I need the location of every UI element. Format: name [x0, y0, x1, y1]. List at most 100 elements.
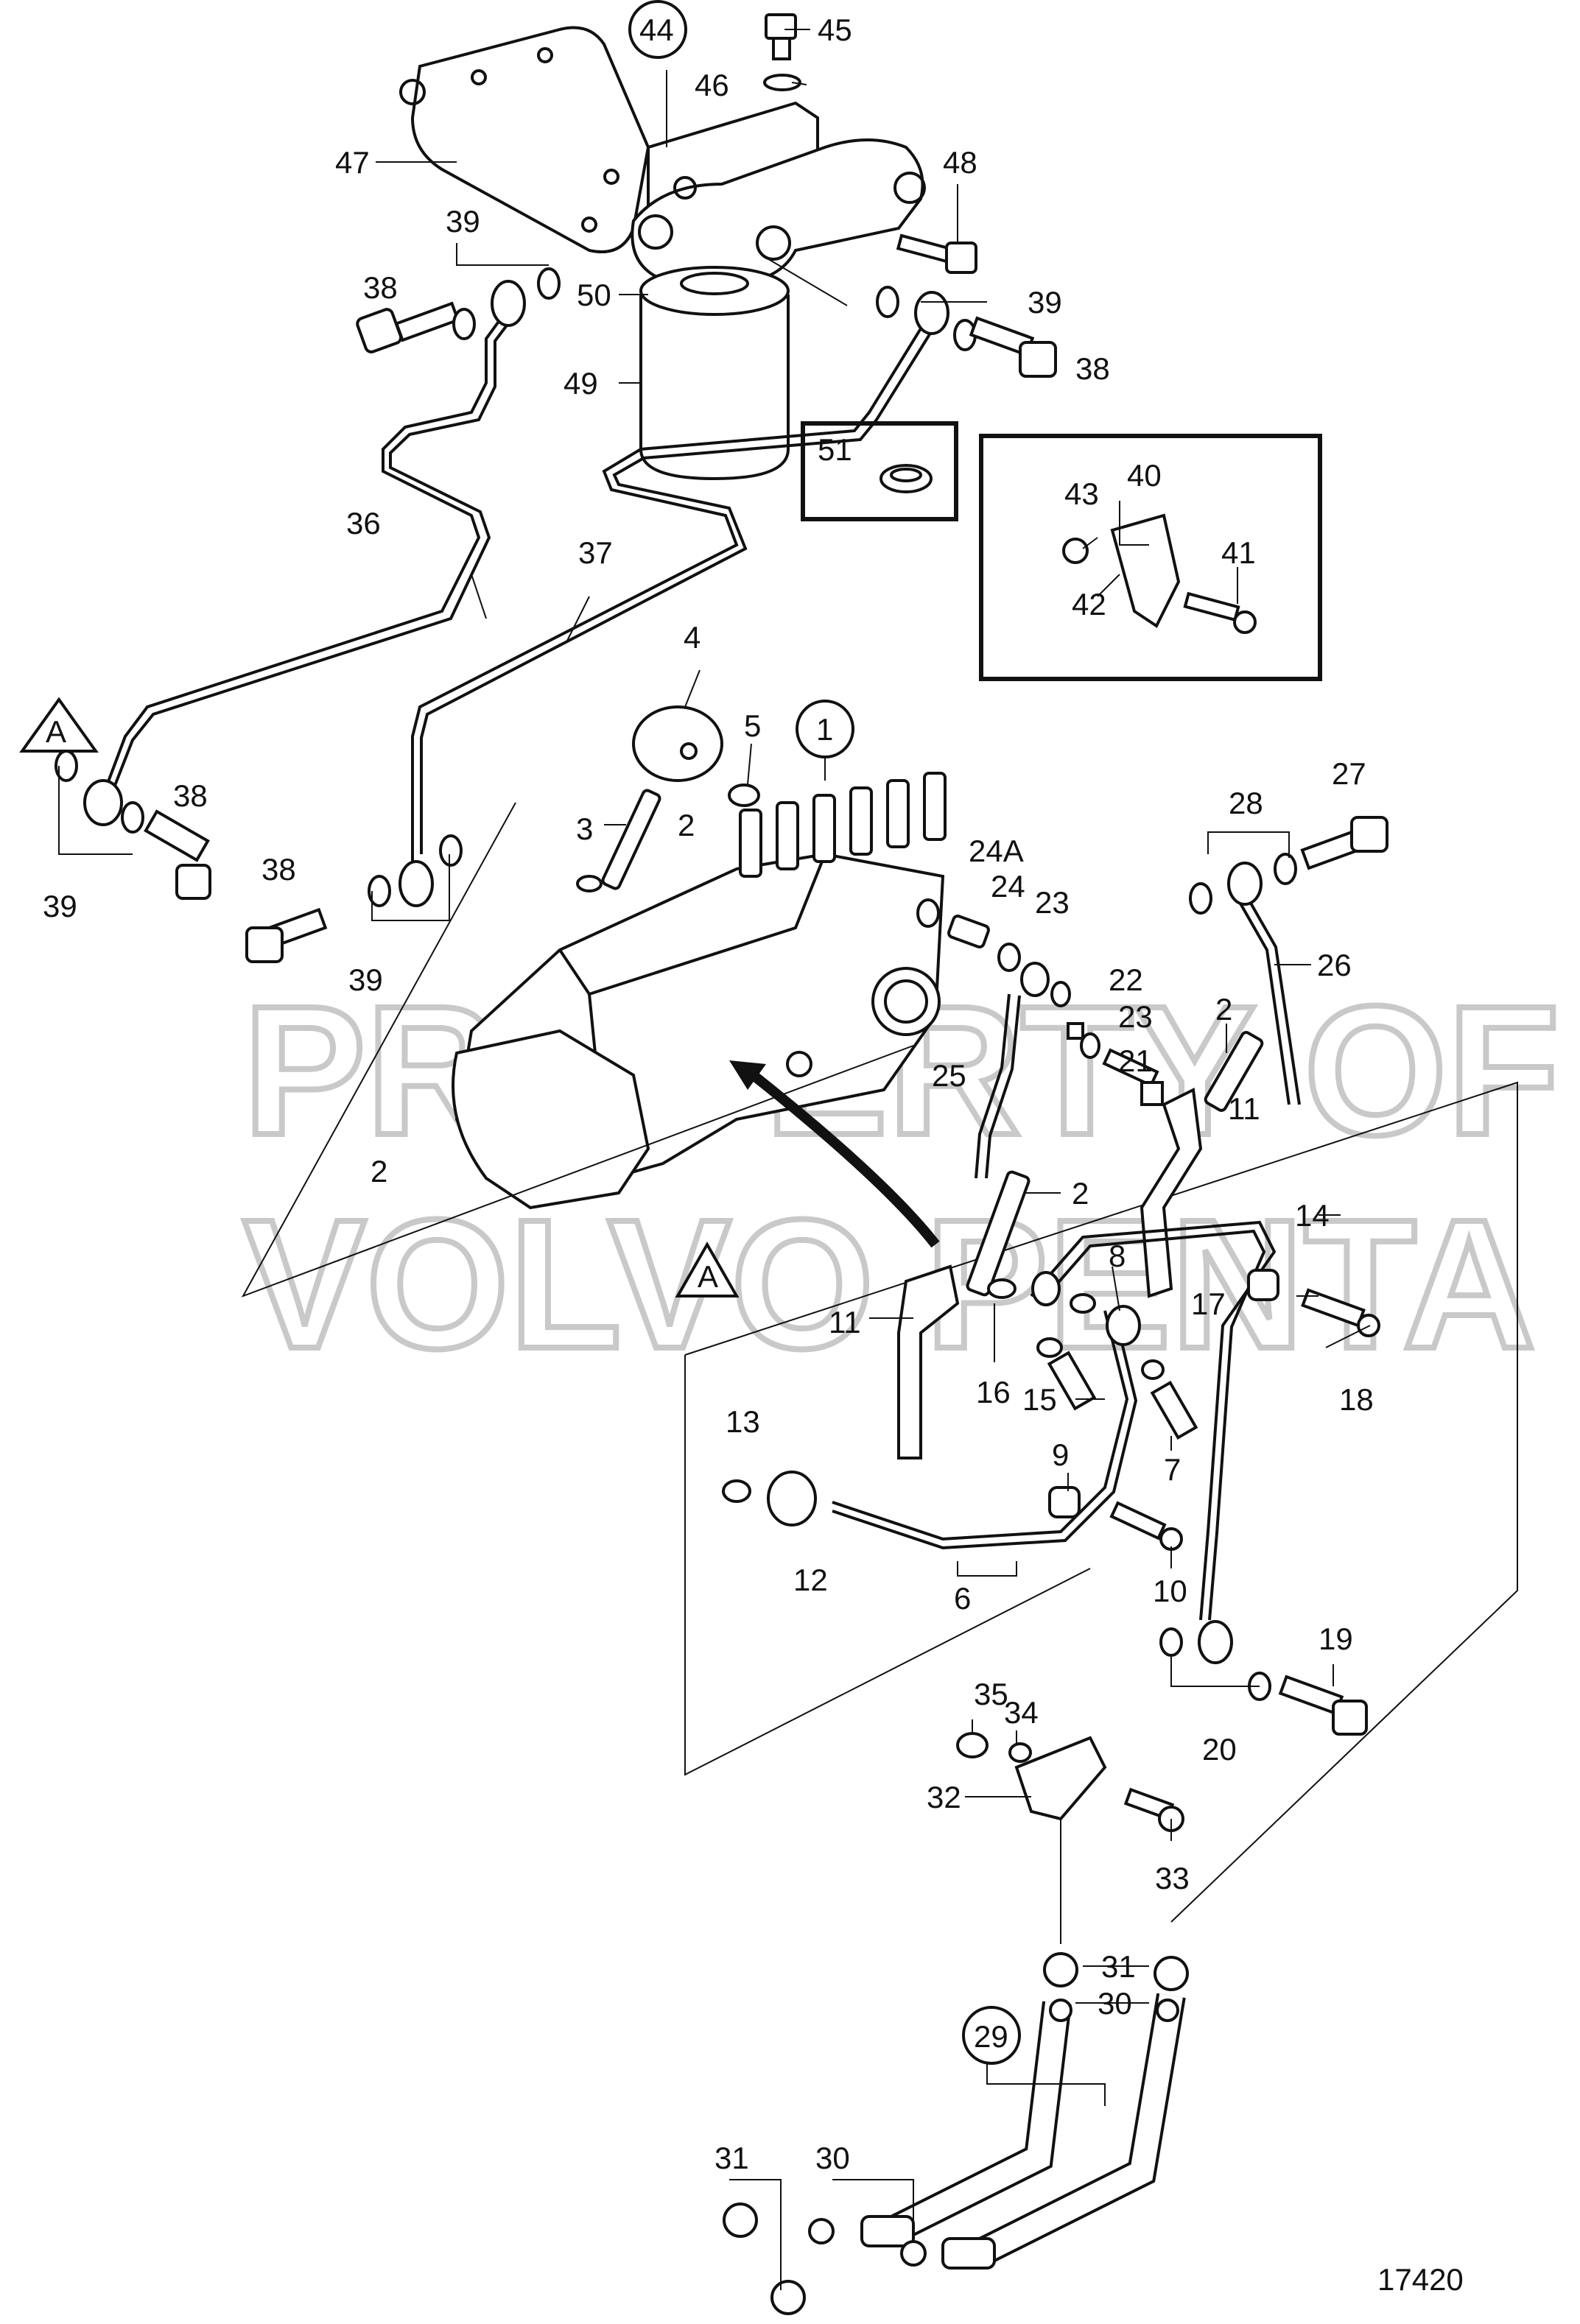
cover-cap-screw	[680, 742, 698, 760]
label-item-17: 17	[1191, 1286, 1226, 1321]
inset-51	[801, 421, 958, 521]
label-item-2: 2	[1072, 1176, 1089, 1211]
bracket-hole	[581, 216, 597, 233]
housing-port	[673, 176, 697, 200]
pump-flange	[871, 967, 941, 1036]
leader-line	[747, 743, 752, 785]
label-item-46: 46	[695, 68, 729, 102]
outline-line	[684, 1355, 1091, 1776]
leader-line	[986, 2062, 1106, 2106]
label-item-21: 21	[1118, 1043, 1153, 1078]
item-circle	[796, 700, 854, 758]
fuel-pipe-6	[722, 1271, 1198, 1551]
hose-nut	[1043, 1952, 1078, 1987]
sealing-washer	[1274, 853, 1297, 885]
bracket-bolt	[1204, 1031, 1264, 1112]
banjo-bolt-head	[1332, 1700, 1368, 1736]
fuel-pipe-26	[1236, 898, 1291, 1105]
delivery-valve-holder	[849, 786, 873, 856]
leader-line	[1207, 831, 1290, 858]
label-item-31: 31	[1101, 1949, 1136, 1984]
banjo-bolts-lower	[55, 750, 463, 963]
banjo-bolt-head	[1019, 341, 1057, 378]
sealing-washer	[439, 834, 463, 867]
banjo-bolts-top	[356, 267, 1057, 378]
label-item-26: 26	[1317, 948, 1352, 982]
sealing-ring	[728, 784, 760, 807]
leader-line	[1325, 1325, 1371, 1348]
plug-screw	[765, 13, 797, 40]
hose-nut	[1154, 1956, 1189, 1991]
fuel-pipe	[832, 1310, 1129, 1541]
banjo-fitting	[83, 779, 123, 826]
filter-top	[639, 266, 790, 316]
pump-delivery-valves	[739, 772, 947, 878]
label-item-20: 20	[1202, 1732, 1237, 1767]
sealing-washer	[1141, 1359, 1165, 1380]
leader-line	[1082, 537, 1098, 549]
pump-cap-parts	[576, 705, 760, 892]
leader-line	[791, 82, 807, 85]
banjo-fitting	[1198, 1620, 1233, 1664]
banjo-bolt	[1150, 1380, 1198, 1440]
item-circle	[962, 2006, 1021, 2065]
label-item-38: 38	[363, 270, 398, 305]
banjo-bolt-head	[1350, 816, 1388, 853]
fuel-pipe-25-inner	[985, 995, 1021, 1179]
label-item-38: 38	[173, 778, 208, 813]
housing-port	[756, 225, 791, 261]
label-item-3: 3	[576, 811, 593, 846]
label-item-13: 13	[726, 1404, 760, 1439]
label-item-8: 8	[1109, 1239, 1126, 1273]
inset-box	[979, 434, 1322, 681]
fuel-hose-fill	[885, 2001, 1069, 2242]
leader-line	[765, 257, 848, 306]
label-item-18: 18	[1339, 1382, 1374, 1417]
banjo-19-20	[1159, 1620, 1368, 1736]
item-labels: 1 2 2 2 2 3 4 5 6 7 8 9 10 11 11 12 13 1…	[43, 13, 1464, 2297]
label-item-11: 11	[1228, 1091, 1260, 1126]
sealing-washer	[916, 898, 940, 928]
washer	[576, 875, 603, 892]
label-item-24A: 24A	[969, 834, 1024, 868]
clamp-screw	[1109, 1501, 1167, 1540]
washer	[1008, 1742, 1032, 1763]
banjo-bolt-head	[356, 308, 403, 353]
banjo-fitting	[1227, 862, 1263, 906]
label-item-40: 40	[1127, 458, 1162, 493]
label-item-24: 24	[991, 869, 1025, 904]
hose-ring	[808, 2218, 835, 2244]
banjo-bolt-head	[1140, 1081, 1164, 1106]
label-item-48: 48	[943, 145, 977, 180]
banjo-bolt-thread	[394, 301, 460, 342]
sealing-washer	[876, 286, 899, 318]
label-item-1: 1	[816, 712, 833, 747]
fitting	[1067, 1022, 1084, 1040]
sealing-ring-bore	[890, 468, 922, 482]
fuel-pipe	[102, 297, 517, 796]
fuel-pipe-14	[1030, 1220, 1380, 1621]
hose-ring	[1049, 1999, 1072, 2022]
hose-ring	[900, 2240, 927, 2267]
label-item-14: 14	[1295, 1198, 1330, 1233]
assembly-outline-left: A	[19, 697, 914, 1297]
clamp-screw-head	[1159, 1527, 1183, 1551]
banjo-fitting	[1020, 962, 1050, 997]
hose-nut	[770, 2280, 806, 2315]
fuel-pipe-36	[83, 280, 526, 826]
label-item-15: 15	[1022, 1382, 1057, 1417]
leader-line	[1119, 501, 1149, 546]
pump-edge	[558, 853, 826, 996]
leader-line	[58, 766, 133, 855]
banjo-bolt-head	[175, 864, 211, 900]
delivery-valve-holder	[886, 779, 910, 848]
label-item-45: 45	[818, 13, 852, 47]
item-circle	[628, 0, 687, 59]
cover-cap	[632, 705, 723, 782]
nut	[722, 1479, 751, 1503]
label-item-2: 2	[371, 1154, 387, 1189]
screw	[601, 789, 661, 890]
plug-thread	[772, 37, 791, 60]
screw-head-icon	[1233, 610, 1257, 634]
